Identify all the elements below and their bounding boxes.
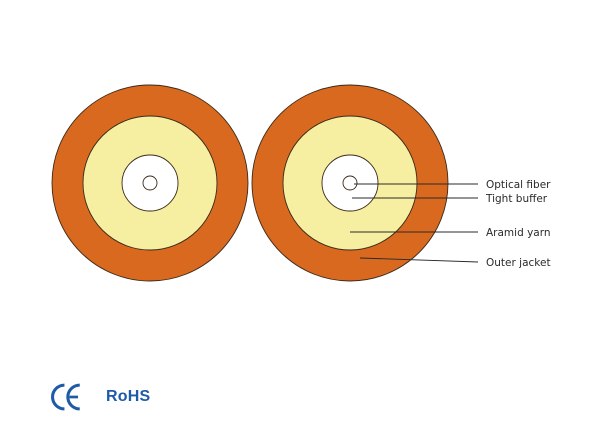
certification-badges: RoHS: [50, 380, 150, 414]
label-optical-fiber: Optical fiber: [486, 179, 551, 191]
right-optical-fiber: [342, 175, 358, 191]
right-cable: [251, 84, 449, 282]
label-outer-jacket: Outer jacket: [486, 257, 551, 269]
leader-outer-jacket: [359, 257, 479, 263]
label-tight-buffer: Tight buffer: [485, 193, 548, 205]
left-optical-fiber: [142, 175, 158, 191]
ce-mark-icon: [51, 383, 80, 411]
label-aramid-yarn: Aramid yarn: [486, 227, 551, 239]
left-cable: [51, 84, 249, 282]
rohs-label: RoHS: [106, 388, 151, 405]
